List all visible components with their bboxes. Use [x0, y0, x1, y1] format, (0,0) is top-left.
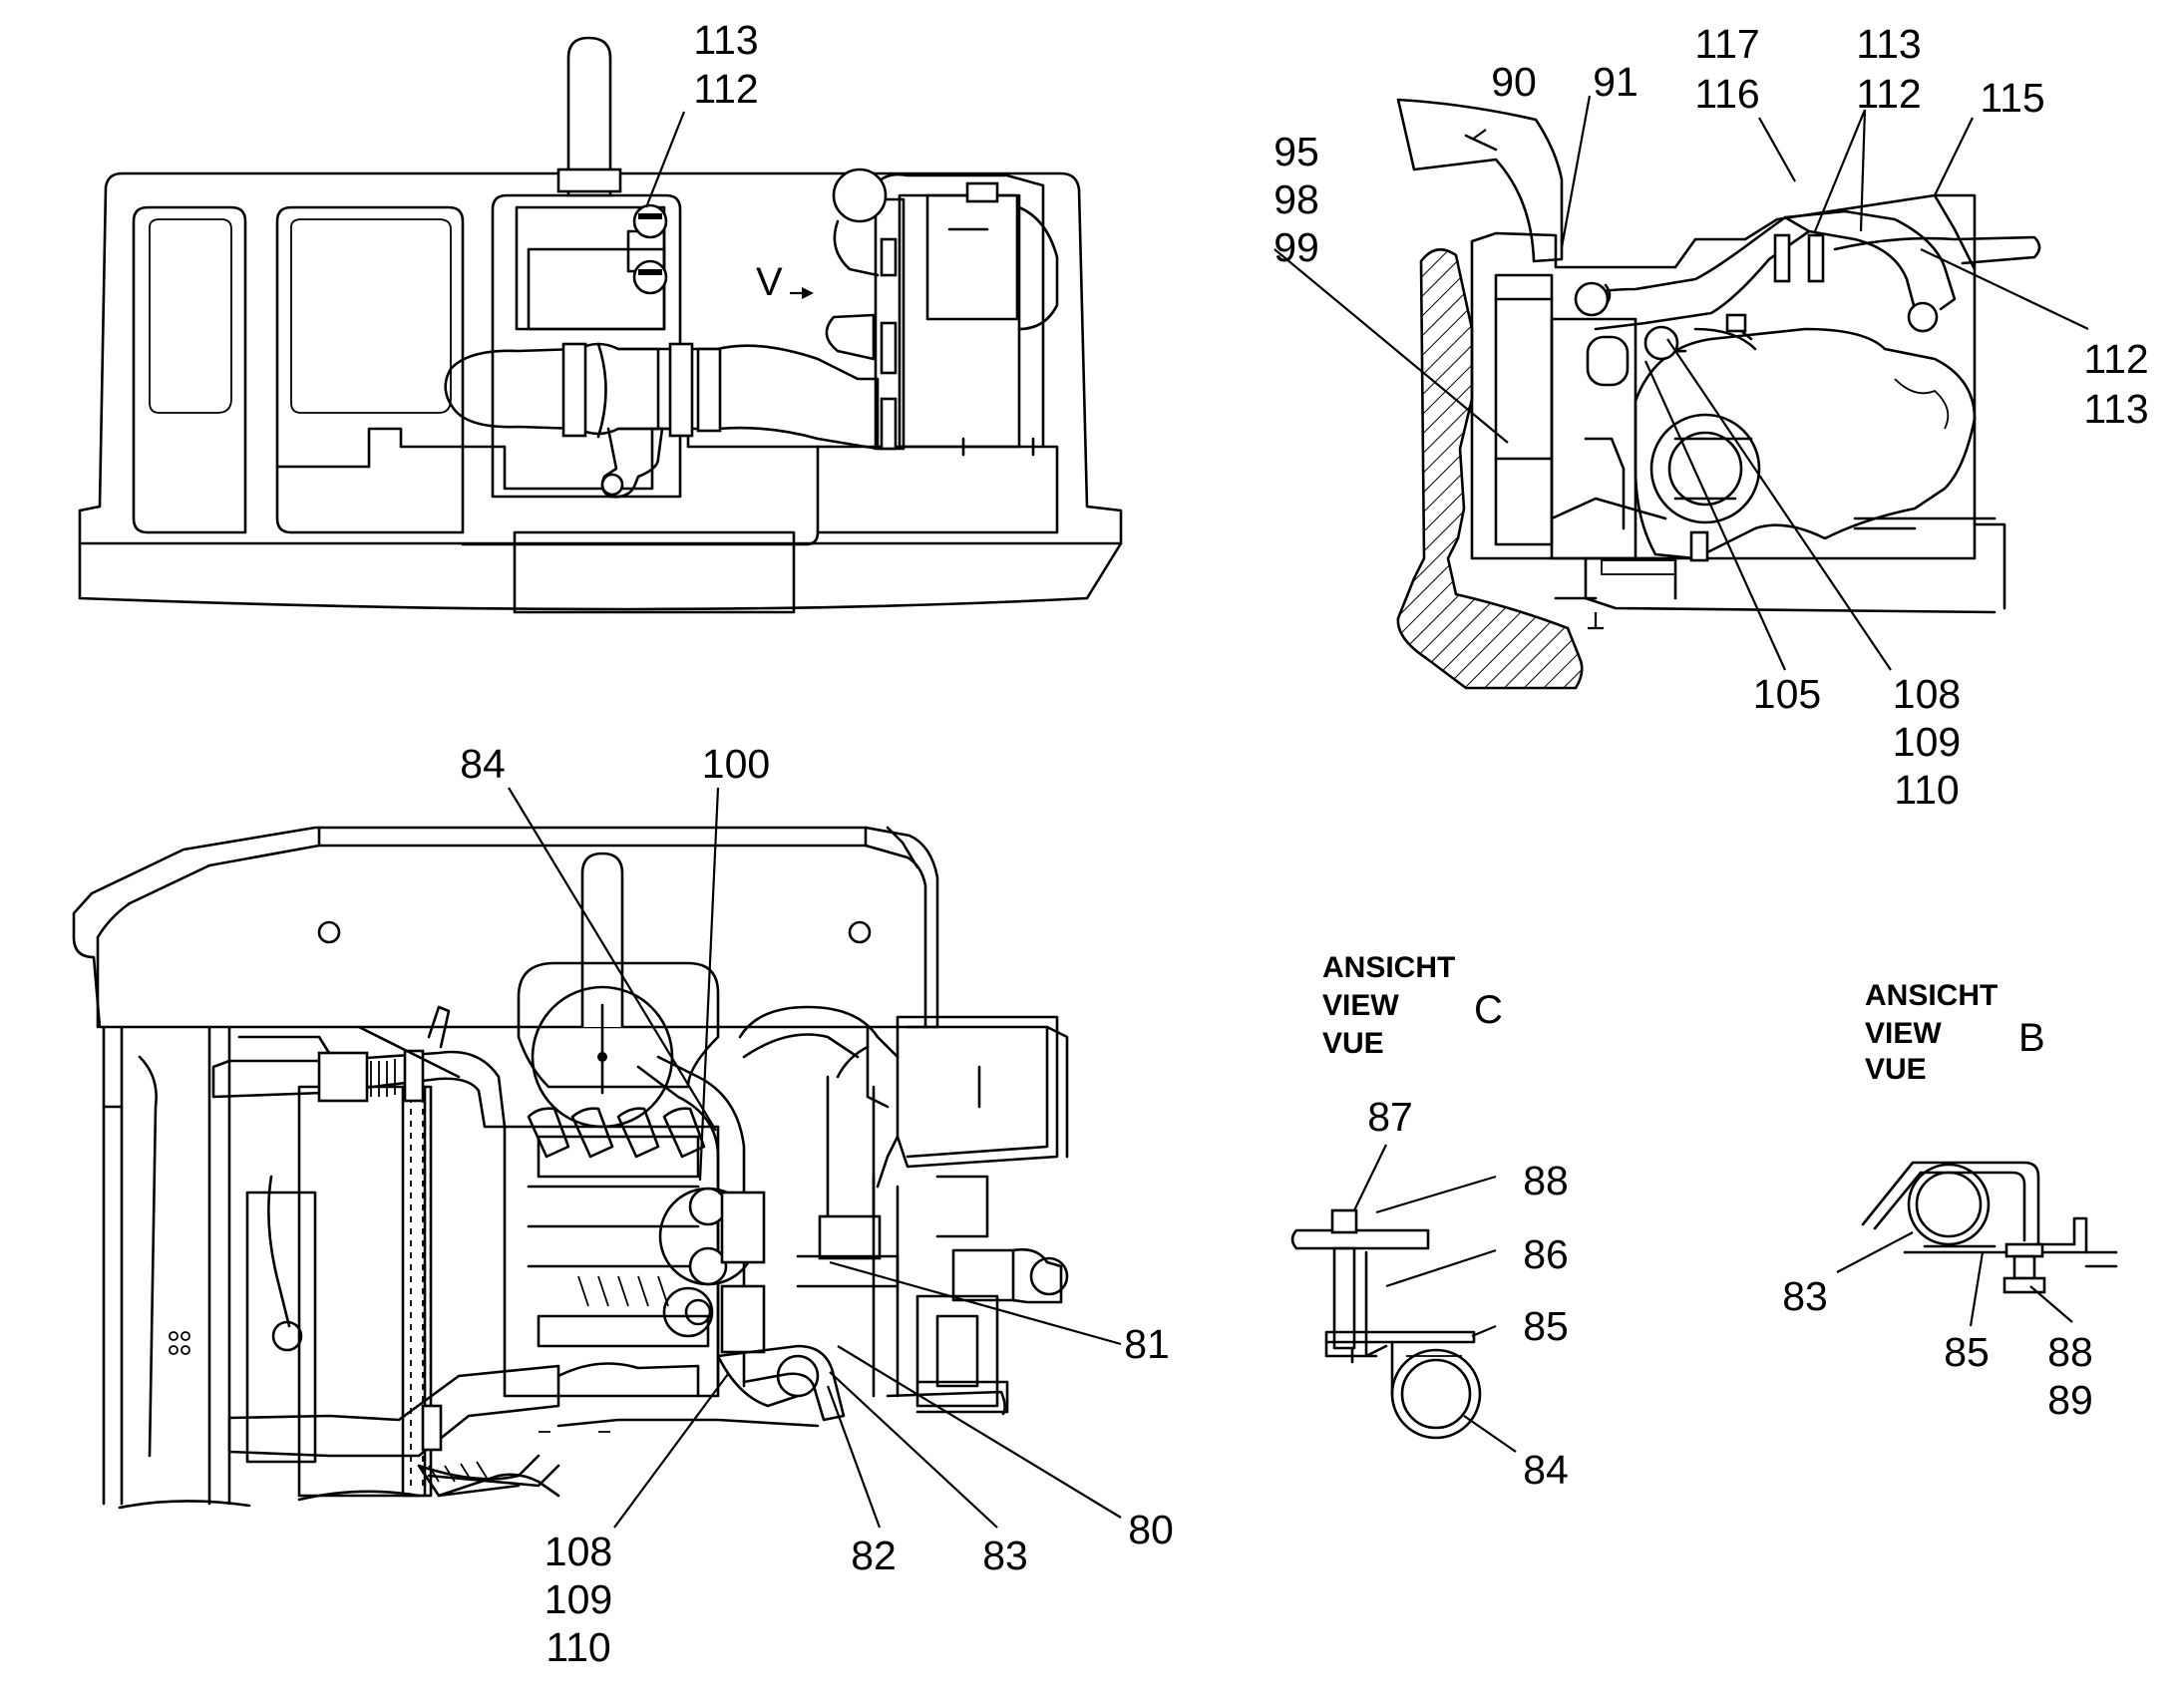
view-b-caption-vue: VUE	[1865, 1053, 1927, 1086]
side-section-drawing	[1396, 98, 2041, 690]
callout-108-front: 108	[545, 1529, 612, 1574]
callout-89: 89	[2047, 1377, 2093, 1423]
callout-99: 99	[1273, 224, 1319, 270]
callout-80: 80	[1128, 1507, 1174, 1552]
view-b-caption-ansicht: ANSICHT	[1865, 979, 1998, 1012]
view-c-caption-vue: VUE	[1322, 1027, 1384, 1060]
callout-83-view-b: 83	[1782, 1273, 1828, 1319]
callout-82: 82	[851, 1533, 897, 1578]
callout-90: 90	[1491, 59, 1537, 105]
front-view-drawing	[72, 826, 1069, 1510]
callout-100: 100	[702, 741, 770, 787]
view-b-labels: ANSICHT VIEW VUE B 83 85 88 89	[1782, 979, 2093, 1423]
view-marker-v: V	[756, 260, 783, 304]
view-b-detail	[1861, 1161, 2118, 1294]
callout-83-front: 83	[982, 1533, 1028, 1578]
front-view-callouts: 84 100 81 80 83 82 108 109 110	[460, 741, 1174, 1670]
callout-86: 86	[1523, 1231, 1569, 1277]
callout-112-top-right: 112	[1856, 71, 1921, 117]
callout-88-view-b: 88	[2047, 1329, 2093, 1375]
callout-115: 115	[1980, 75, 2044, 121]
view-c-letter: C	[1474, 988, 1503, 1032]
top-right-callouts: 90 91 95 98 99 117 116 113 112 115 112 1…	[1273, 21, 2148, 813]
callout-105: 105	[1753, 671, 1821, 717]
callout-95: 95	[1273, 129, 1319, 174]
callout-91: 91	[1593, 59, 1638, 105]
callout-108-top-right: 108	[1893, 671, 1961, 717]
leader-lines	[508, 95, 2089, 1529]
callout-113-top-right: 113	[1856, 21, 1921, 67]
callout-84-front: 84	[460, 741, 506, 787]
view-c-caption-ansicht: ANSICHT	[1322, 951, 1455, 984]
view-c-detail	[1290, 1208, 1482, 1440]
view-c-caption-view: VIEW	[1322, 989, 1399, 1022]
view-b-letter: B	[2018, 1016, 2045, 1060]
callout-110-front: 110	[545, 1624, 610, 1670]
callout-109-front: 109	[545, 1576, 612, 1622]
top-view-drawing	[78, 36, 1123, 614]
callout-87: 87	[1367, 1094, 1413, 1140]
callout-98: 98	[1273, 176, 1319, 222]
top-left-callouts: 113 112 V	[693, 17, 783, 304]
callout-84-view-c: 84	[1523, 1447, 1569, 1493]
callout-113-right: 113	[2083, 386, 2148, 432]
callout-85-view-c: 85	[1523, 1303, 1569, 1349]
callout-85-view-b: 85	[1944, 1329, 1990, 1375]
callout-112-top-left: 112	[693, 66, 758, 112]
callout-116: 116	[1694, 71, 1759, 117]
view-c-labels: ANSICHT VIEW VUE C 87 88 86 85 84	[1322, 951, 1569, 1493]
callout-117: 117	[1694, 21, 1759, 67]
callout-81: 81	[1124, 1321, 1170, 1367]
view-b-caption-view: VIEW	[1865, 1017, 1942, 1050]
callout-112-right: 112	[2083, 336, 2148, 382]
callout-113-top-left: 113	[693, 17, 758, 63]
callout-110-top-right: 110	[1894, 767, 1959, 813]
callout-109-top-right: 109	[1893, 719, 1961, 765]
callout-88-view-c: 88	[1523, 1158, 1569, 1203]
